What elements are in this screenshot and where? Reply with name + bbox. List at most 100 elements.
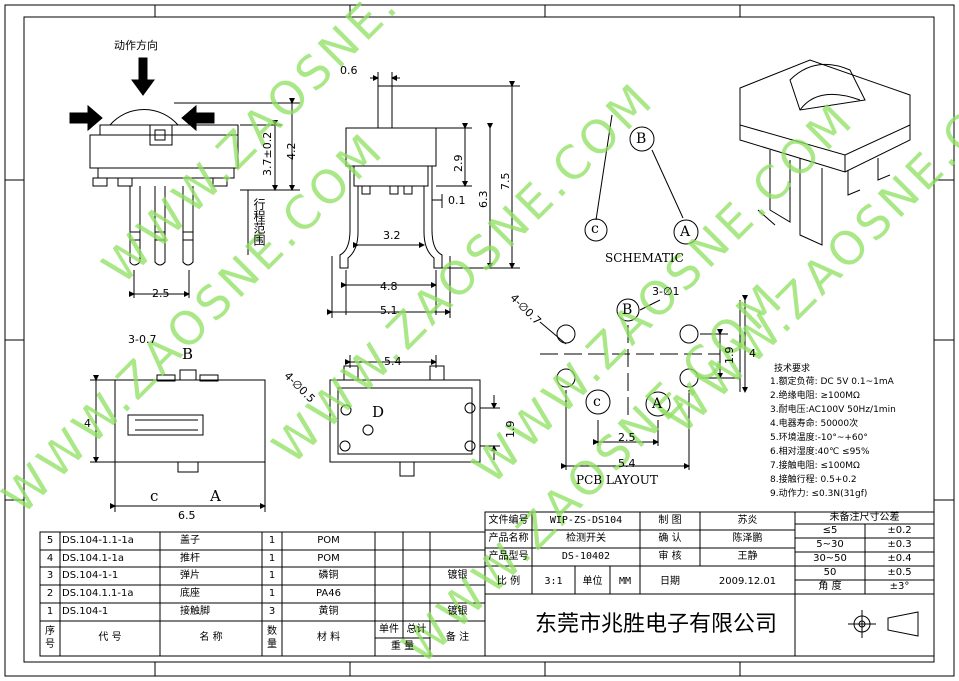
pcb-dim-5-4: 5.4 [618, 457, 636, 470]
bom-header-unit: 单件 [379, 624, 399, 635]
tolerance-value: ±0.5 [887, 567, 912, 578]
bom-header-total: 总计 [406, 624, 427, 635]
bom-row-material: POM [317, 535, 340, 546]
bom-header-name: 名 称 [199, 632, 223, 643]
schematic-pin-c: c [591, 221, 599, 237]
unit-value: MM [618, 576, 632, 587]
top-hole-label: 3-0.7 [128, 333, 157, 346]
dim-height-body: 3.7±0.2 [261, 131, 274, 176]
bom-row-material: 磷铜 [318, 570, 339, 581]
pcb-pin-c: c [593, 394, 601, 410]
action-direction-label: 动作方向 [114, 39, 158, 52]
bom-row-no: 2 [46, 588, 54, 599]
bottom-dim-height: 1.9 [504, 420, 517, 439]
dim-2-9: 2.9 [452, 154, 465, 173]
bom-header-qty: 数量 [267, 626, 277, 650]
top-pin-a: A [210, 487, 221, 505]
bom-row-name: 接触脚 [180, 606, 210, 617]
tech-item-5: 5.环境温度:-10°~+60° [770, 433, 868, 443]
tolerance-range: 30~50 [813, 553, 847, 564]
product-name-value: 检测开关 [566, 533, 606, 544]
bom-row-remark: 镀银 [447, 570, 468, 581]
tech-item-4: 4.电器寿命: 50000次 [770, 419, 859, 429]
confirm-value: 陈泽鹏 [732, 533, 763, 544]
schematic-pin-a: A [680, 224, 691, 240]
tech-item-9: 9.动作力: ≤0.3N(31gf) [770, 489, 868, 499]
dim-5-1: 5.1 [380, 304, 398, 317]
date-value: 2009.12.01 [718, 576, 777, 587]
dim-3-2: 3.2 [383, 229, 401, 242]
bom-row-qty: 1 [268, 570, 276, 581]
file-no-value: WIP-ZS-DS104 [549, 515, 623, 526]
review-value: 王静 [737, 551, 758, 562]
bom-header-material: 材 料 [316, 632, 341, 643]
pcb-hole-small-label: 3-∅1 [652, 285, 680, 298]
tolerance-value: ±3° [889, 581, 910, 592]
file-no-label: 文件编号 [488, 515, 529, 526]
bom-row-material: 黄铜 [318, 606, 339, 617]
bom-row-name: 盖子 [180, 535, 200, 546]
bom-row-name: 推杆 [180, 553, 200, 564]
bom-row-qty: 1 [268, 588, 276, 599]
dim-7-5: 7.5 [499, 172, 512, 191]
date-label: 日期 [660, 576, 680, 587]
bom-row-code: DS.104-1-1 [62, 570, 119, 581]
bom-row-name: 底座 [180, 588, 200, 599]
tech-title: 技术要求 [774, 364, 811, 374]
pcb-pin-a: A [652, 396, 663, 412]
tech-item-1: 1.额定负荷: DC 5V 0.1~1mA [770, 377, 894, 387]
pcb-dim-2-5: 2.5 [618, 431, 636, 444]
bom-row-no: 3 [46, 570, 54, 581]
bom-row-no: 1 [46, 606, 54, 617]
bom-row-qty: 3 [268, 606, 276, 617]
dim-lead: 0.1 [448, 194, 466, 207]
bom-row-material: POM [317, 553, 340, 564]
bom-row-no: 5 [46, 535, 54, 546]
tolerance-range: ≤5 [822, 525, 838, 536]
scale-value: 3:1 [544, 576, 563, 587]
bom-row-no: 4 [46, 553, 54, 564]
bom-row-qty: 1 [268, 553, 276, 564]
drawn-value: 苏炎 [737, 515, 758, 526]
tolerance-range: 角 度 [818, 581, 842, 592]
dim-6-3: 6.3 [477, 190, 490, 209]
bom-row-code: DS.104-1.1-1a [62, 535, 134, 546]
scale-label: 比 例 [496, 576, 521, 587]
tech-item-7: 7.接触电阻: ≤100MΩ [770, 461, 860, 471]
model-value: DS-10402 [561, 551, 611, 562]
projection-symbol-icon [850, 612, 874, 636]
top-dim-width: 6.5 [178, 509, 196, 522]
bom-row-remark: 镀银 [447, 606, 468, 617]
dim-top-width: 0.6 [340, 64, 358, 77]
drawn-label: 制 图 [658, 515, 682, 526]
tolerance-value: ±0.2 [887, 525, 912, 536]
bom-row-code: DS.104-1 [62, 606, 109, 617]
tech-item-3: 3.耐电压:AC100V 50Hz/1min [770, 405, 896, 415]
bom-header-weight: 重 量 [390, 641, 415, 652]
bom-row-qty: 1 [268, 535, 276, 546]
company-name: 东莞市兆胜电子有限公司 [535, 612, 778, 637]
bom-row-code: DS.104.1.1-1a [62, 588, 134, 599]
tech-item-6: 6.相对湿度:40℃ ≤95% [770, 447, 870, 457]
travel-range-label: 行程范围 [252, 198, 266, 246]
tech-item-2: 2.绝缘电阻: ≥100MΩ [770, 391, 860, 401]
bom-row-material: PA46 [316, 588, 341, 599]
confirm-label: 确 认 [658, 533, 682, 544]
bottom-dim-width: 5.4 [384, 355, 402, 368]
tolerance-value: ±0.3 [887, 539, 912, 550]
product-name-label: 产品名称 [488, 533, 529, 544]
top-pin-c: c [150, 487, 159, 505]
pcb-dim-4: 4 [749, 347, 756, 360]
unit-label: 单位 [582, 576, 603, 587]
tolerance-value: ±0.4 [887, 553, 912, 564]
bom-header-remark: 备 注 [445, 632, 470, 643]
tolerance-range: 5~30 [816, 539, 844, 550]
tolerance-range: 50 [823, 567, 837, 578]
bom-row-code: DS.104.1-1a [62, 553, 124, 564]
bottom-mark: D [372, 403, 385, 421]
model-label: 产品型号 [488, 551, 529, 562]
dim-height-total: 4.2 [285, 142, 298, 161]
tech-item-8: 8.接触行程: 0.5+0.2 [770, 475, 857, 485]
